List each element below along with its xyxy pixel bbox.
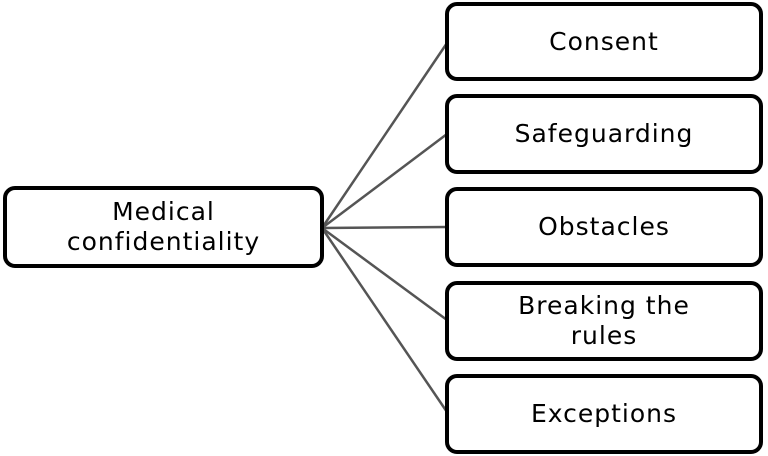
node-safeguarding: Safeguarding: [445, 94, 763, 174]
node-exceptions: Exceptions: [445, 374, 763, 454]
node-label: Safeguarding: [514, 119, 694, 148]
node-breaking-the-rules: Breaking the rules: [445, 281, 763, 361]
connector-consent: [320, 42, 449, 229]
root-node: Medical confidentiality: [3, 186, 324, 268]
node-label-line1: Breaking the: [518, 291, 690, 320]
connector-breaking-the-rules: [321, 226, 448, 322]
connector-obstacles: [321, 225, 448, 230]
node-consent: Consent: [445, 2, 763, 81]
connector-safeguarding: [321, 133, 448, 229]
root-label-line2: confidentiality: [66, 227, 261, 256]
root-label-line1: Medical: [112, 197, 215, 226]
node-label: Consent: [549, 26, 659, 56]
connector-exceptions: [320, 227, 449, 413]
node-label: Obstacles: [538, 212, 670, 241]
node-obstacles: Obstacles: [445, 187, 763, 267]
node-label-line2: rules: [570, 321, 638, 350]
node-label: Exceptions: [530, 399, 678, 428]
